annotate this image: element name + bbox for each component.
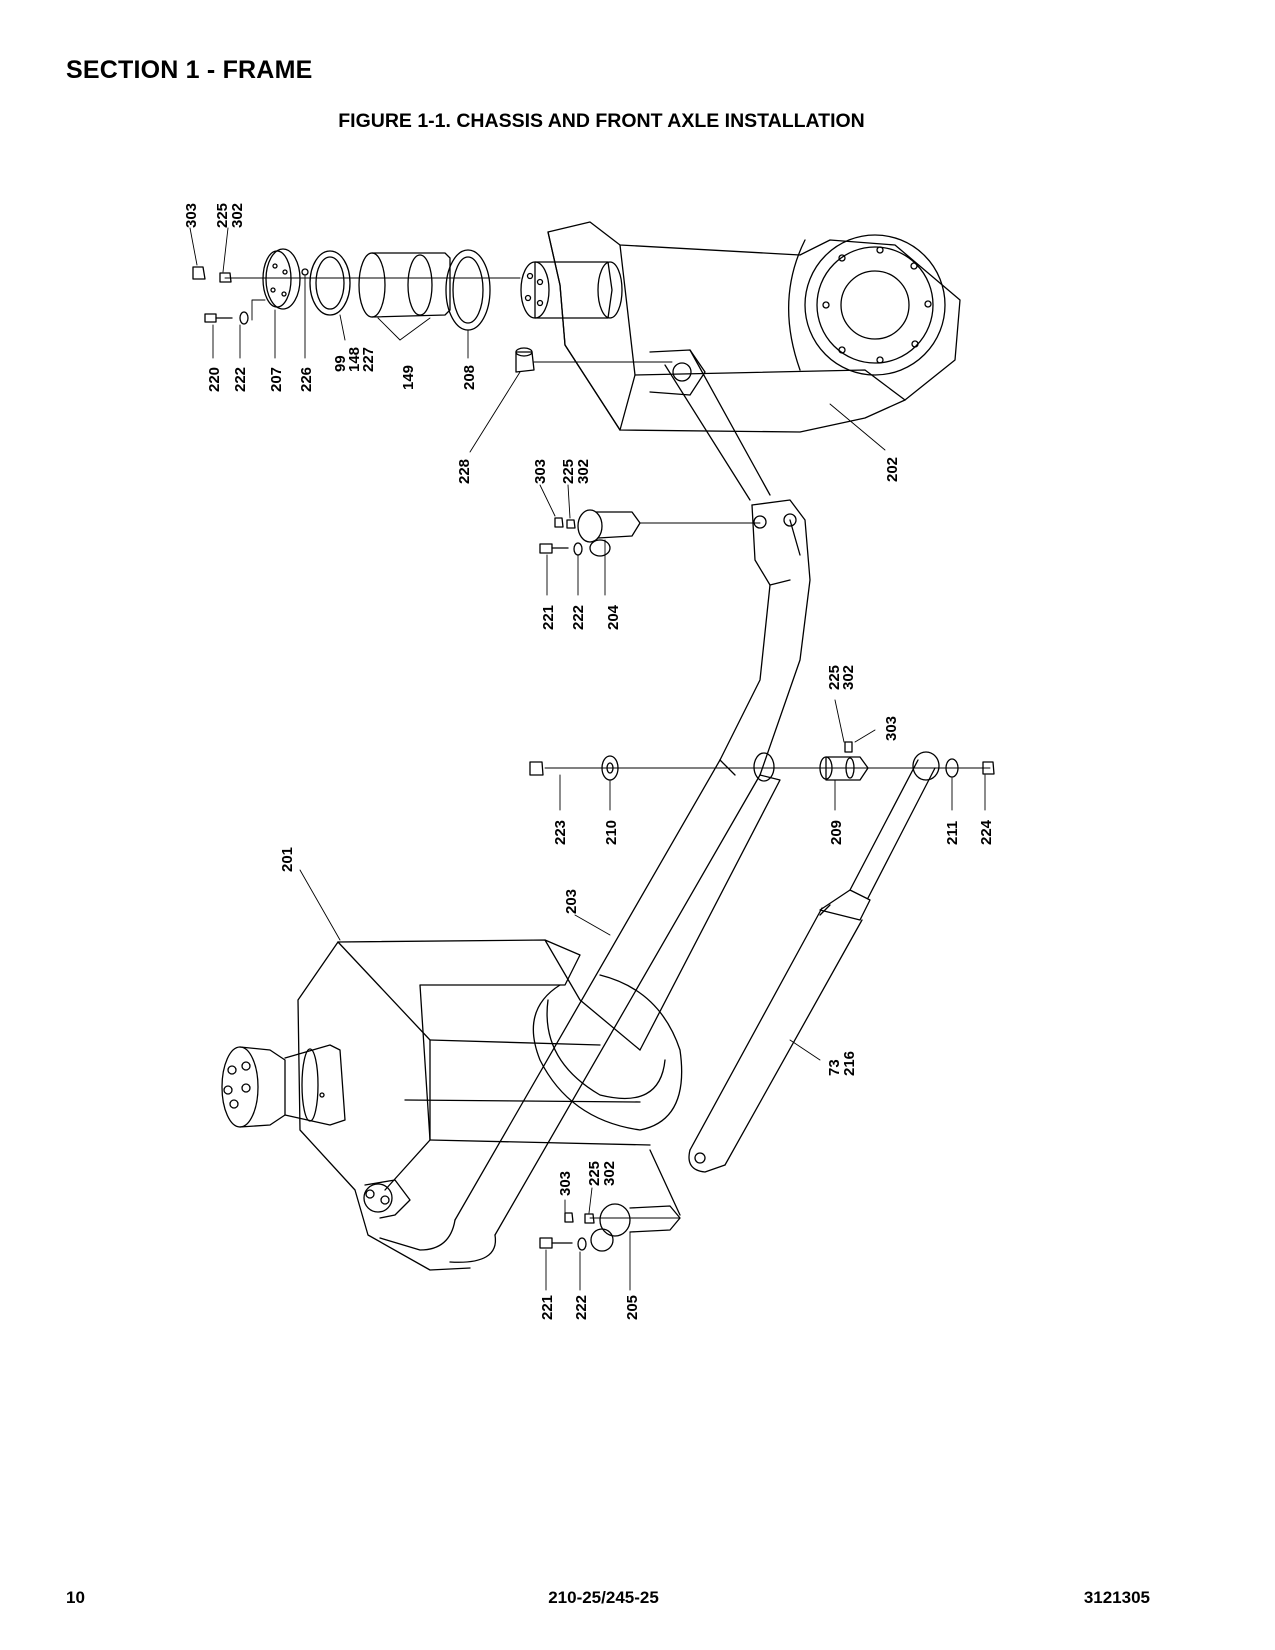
callout-220: 220 <box>206 367 223 392</box>
callout-201: 201 <box>279 847 296 872</box>
callout-303: 303 <box>183 203 200 228</box>
callout-99: 99 <box>332 355 349 372</box>
leader-lines <box>189 227 986 1291</box>
callout-labels: 303 225 302 220 222 207 226 99 148 227 1… <box>183 203 995 1320</box>
figure-title-text: FIGURE 1-1. CHASSIS AND FRONT AXLE INSTA… <box>338 110 865 132</box>
callout-227: 227 <box>360 347 377 372</box>
callout-224: 224 <box>978 819 995 845</box>
callout-222: 222 <box>232 367 249 392</box>
callout-221: 221 <box>540 605 557 630</box>
callout-225: 225 <box>826 665 843 690</box>
callout-202: 202 <box>884 457 901 482</box>
callout-203: 203 <box>563 889 580 914</box>
callout-207: 207 <box>268 367 285 392</box>
callout-216: 216 <box>841 1051 858 1076</box>
callout-226: 226 <box>298 367 315 392</box>
callout-303: 303 <box>883 716 900 741</box>
callout-73: 73 <box>826 1059 843 1076</box>
callout-302: 302 <box>840 665 857 690</box>
section-title: SECTION 1 - FRAME <box>66 56 313 84</box>
callout-302: 302 <box>575 459 592 484</box>
callout-221: 221 <box>539 1295 556 1320</box>
callout-222: 222 <box>570 605 587 630</box>
callout-210: 210 <box>603 820 620 845</box>
callout-208: 208 <box>461 365 478 390</box>
chassis-frame-201 <box>221 939 683 1271</box>
callout-303: 303 <box>532 459 549 484</box>
callout-302: 302 <box>229 203 246 228</box>
callout-209: 209 <box>828 820 845 845</box>
center-pin-stack <box>529 741 995 781</box>
callout-225: 225 <box>214 203 231 228</box>
callout-205: 205 <box>624 1295 641 1320</box>
callout-302: 302 <box>601 1161 618 1186</box>
callout-149: 149 <box>400 365 417 390</box>
callout-303: 303 <box>557 1171 574 1196</box>
callout-148: 148 <box>346 347 363 372</box>
hub-parts-top <box>192 248 673 373</box>
callout-228: 228 <box>456 459 473 484</box>
axle-yoke-203 <box>379 349 811 1263</box>
callout-222: 222 <box>573 1295 590 1320</box>
document-number: 3121305 <box>1083 1588 1150 1607</box>
figure-title: FIGURE 1-1. CHASSIS AND FRONT AXLE INSTA… <box>0 110 1275 133</box>
page-number: 10 <box>66 1588 85 1607</box>
steering-cylinder-73 <box>649 751 940 1216</box>
callout-225: 225 <box>560 459 577 484</box>
pivot-pin-204 <box>539 509 761 557</box>
model-number: 210-25/245-25 <box>0 1588 1275 1608</box>
callout-223: 223 <box>552 820 569 845</box>
model-number-text: 210-25/245-25 <box>548 1588 659 1607</box>
callout-225: 225 <box>586 1161 603 1186</box>
callout-211: 211 <box>944 821 961 845</box>
axle-housing-202 <box>520 221 961 433</box>
pivot-pin-205 <box>539 1203 681 1252</box>
callout-204: 204 <box>605 604 622 630</box>
